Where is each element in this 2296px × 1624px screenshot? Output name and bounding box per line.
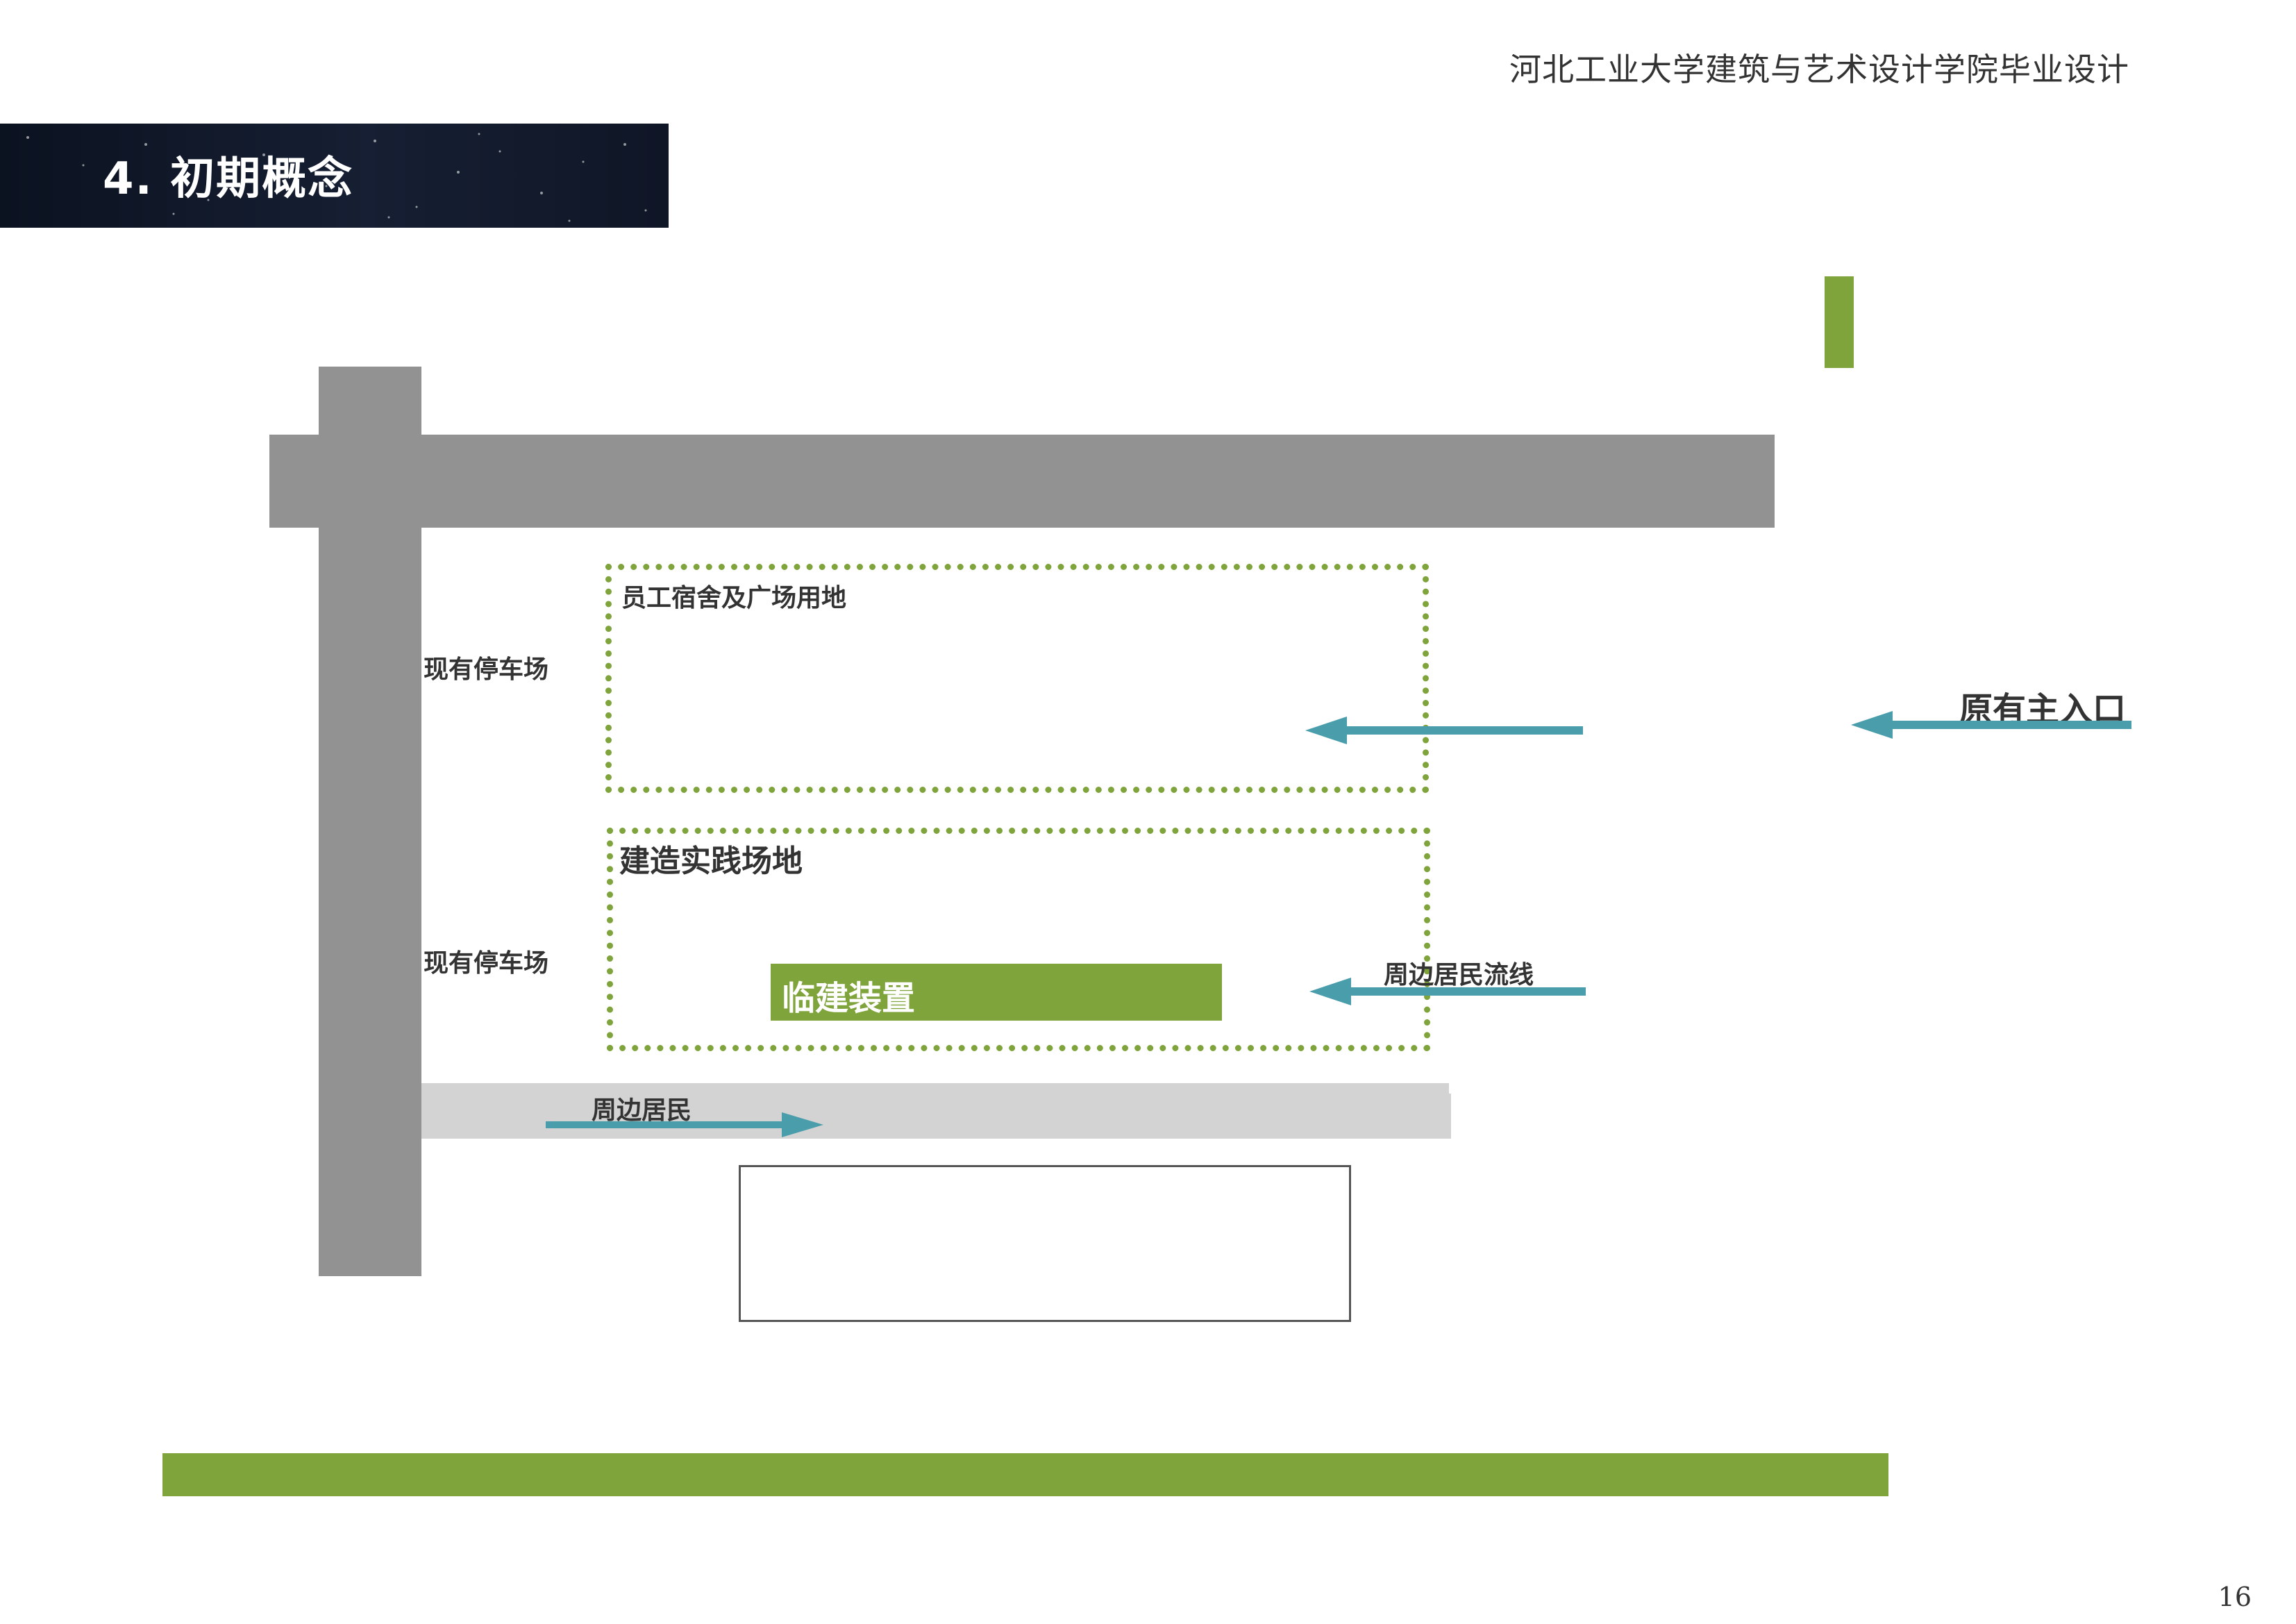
residents-label: 周边居民 xyxy=(592,1096,692,1125)
section-banner xyxy=(0,124,669,228)
section-title: 4. 初期概念 xyxy=(103,153,354,205)
school-header: 河北工业大学建筑与艺术设计学院毕业设计 xyxy=(1509,51,2129,88)
practice-zone xyxy=(607,828,1430,1051)
accent-marker xyxy=(1825,276,1854,368)
dorm-plaza-label: 员工宿舍及广场用地 xyxy=(621,584,847,612)
page-number: 16 xyxy=(2218,1582,2252,1612)
main-road-horizontal xyxy=(269,435,1775,528)
temporary-installation-label: 临建装置 xyxy=(782,979,916,1018)
residents-arrow-icon xyxy=(546,1112,823,1137)
main-road-vertical xyxy=(319,367,421,1276)
dorm-plaza-zone xyxy=(605,564,1429,793)
dorm-arrow-icon xyxy=(1305,717,1583,744)
temporary-installation: 临建装置 xyxy=(771,964,1222,1021)
entrance-arrow-icon xyxy=(1851,711,2131,739)
bottom-green-bar xyxy=(162,1453,1888,1496)
resident-lane xyxy=(421,1083,1449,1139)
parking-label-bottom: 现有停车场 xyxy=(424,949,549,978)
starfield-texture xyxy=(26,133,647,222)
parking-label-top: 现有停车场 xyxy=(424,655,549,684)
existing-building-outline xyxy=(739,1165,1351,1322)
resident-lane-end xyxy=(1382,1094,1451,1139)
practice-zone-label: 建造实践场地 xyxy=(619,844,803,879)
residents-flow-label: 周边居民流线 xyxy=(1384,961,1534,989)
residents-flow-arrow-icon xyxy=(1309,978,1586,1005)
